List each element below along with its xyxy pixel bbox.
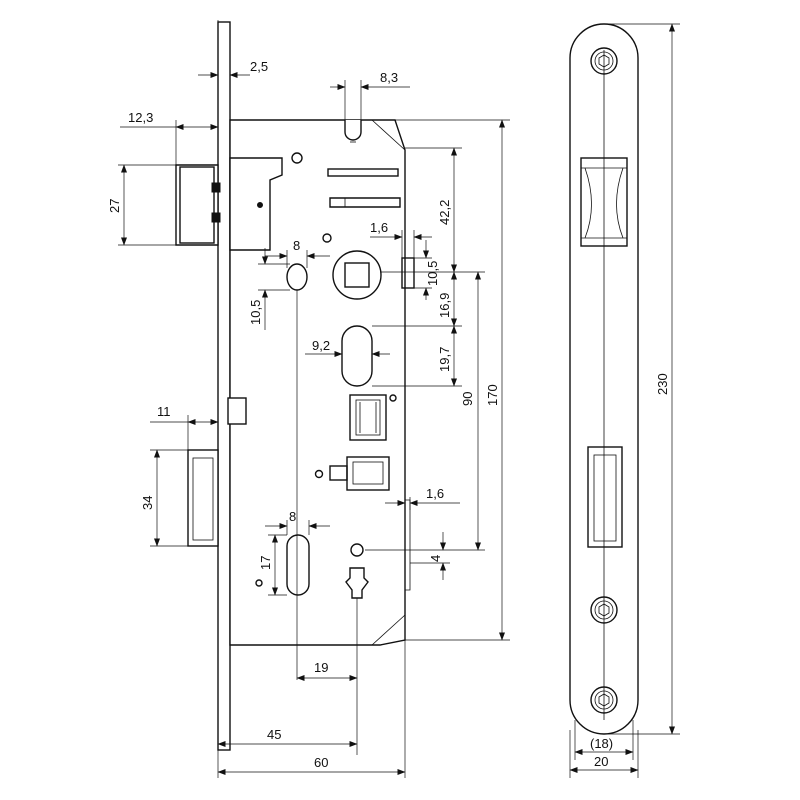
dim-follower-hole-height: 10,5 (248, 300, 263, 325)
faceplate-deadbolt-opening (587, 446, 623, 548)
dim-small-offset-top: 1,6 (370, 220, 388, 235)
cylinder-block (349, 394, 387, 441)
case-screw-mid (322, 233, 332, 243)
dim-latch-height: 27 (107, 199, 122, 213)
dim-latch-projection: 12,3 (128, 110, 153, 125)
dim-lower-hole-to-key: 19 (314, 660, 328, 675)
dim-strike-width: 20 (594, 754, 608, 769)
dim-backset: 45 (267, 727, 281, 742)
top-notch (344, 120, 362, 141)
faceplate-outline (569, 23, 639, 735)
faceplate-screw-top (590, 47, 618, 75)
dim-faceplate-thickness: 2,5 (250, 59, 268, 74)
dim-deadbolt-height: 34 (140, 496, 155, 510)
dim-follower-hole-width: 8 (293, 238, 300, 253)
dim-spindle-to-slot: 16,9 (437, 293, 452, 318)
dim-deadbolt-projection: 11 (157, 404, 171, 419)
latch-bolt (175, 157, 283, 251)
dim-small-offset-bottom: 1,6 (426, 486, 444, 501)
dim-strike-length: 230 (655, 373, 670, 395)
lock-body-view: 2,5 8,3 12,3 27 170 42,2 1,6 (107, 20, 510, 778)
faceplate-screw-middle (590, 596, 618, 624)
faceplate (217, 21, 231, 751)
deadbolt (187, 397, 247, 547)
case-screw-bottom (255, 579, 263, 587)
dim-lower-hole-width: 8 (289, 509, 296, 524)
dim-follower-right-height: 10,5 (425, 261, 440, 286)
faceplate-screw-bottom (590, 686, 618, 714)
square-block (314, 456, 390, 491)
case-screw-low (389, 394, 397, 402)
dim-strike-inner-width: (18) (590, 736, 613, 751)
dim-case-depth: 60 (314, 755, 328, 770)
follower (332, 250, 382, 300)
dim-key-offset: 4 (428, 555, 443, 562)
dim-handle-offset-top: 8,3 (380, 70, 398, 85)
faceplate-front-view: 230 (18) 20 (569, 23, 680, 778)
faceplate-latch-opening (580, 157, 628, 247)
dim-slot-height: 19,7 (437, 347, 452, 372)
dim-spindle-to-key: 90 (460, 392, 475, 406)
dim-case-height: 170 (485, 384, 500, 406)
lower-hole (286, 534, 310, 596)
dim-lower-hole-height: 17 (258, 556, 273, 570)
dim-slot-width: 9,2 (312, 338, 330, 353)
case-screw-top (291, 152, 303, 164)
keyhole (345, 543, 369, 599)
follower-right-tab (401, 257, 415, 289)
dim-top-to-spindle: 42,2 (437, 200, 452, 225)
